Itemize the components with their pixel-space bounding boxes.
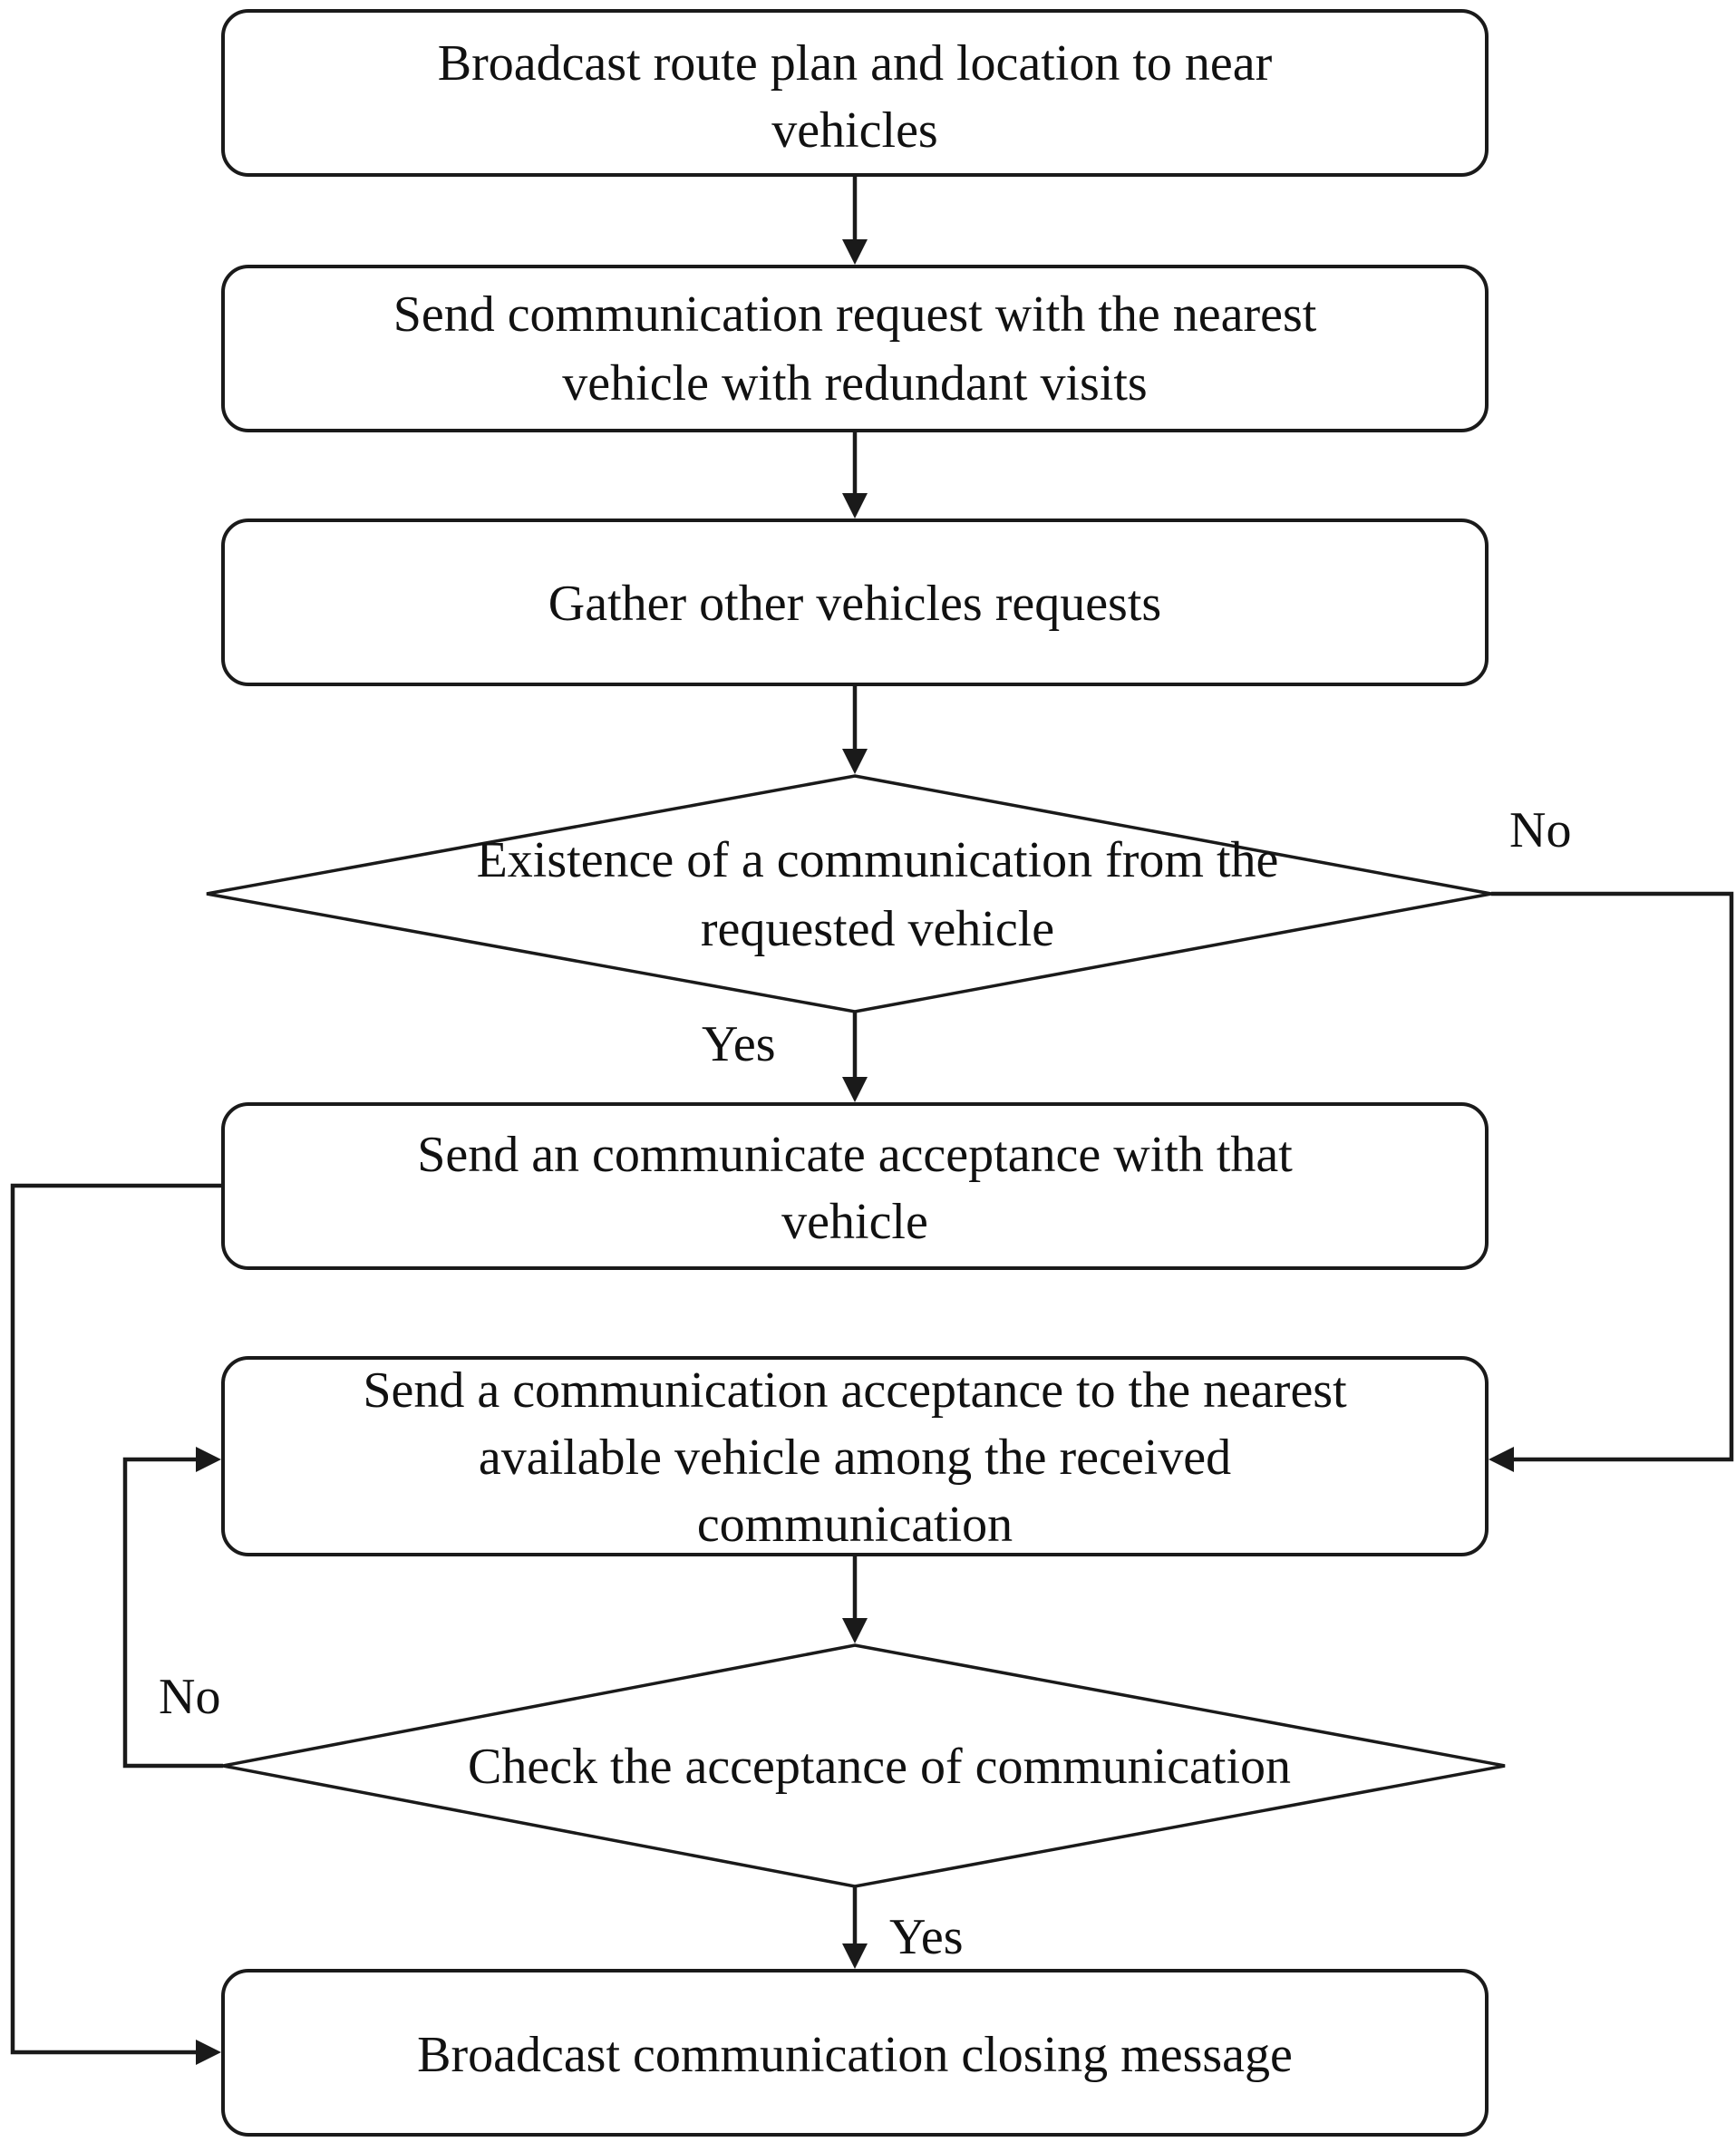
node-send-request-text: Send communication request with the near… — [393, 286, 1317, 412]
node-text-line: Send communication request with the near… — [393, 286, 1317, 343]
arrow-check-yes — [842, 1886, 868, 1969]
arrow-gather-to-existence — [842, 684, 868, 774]
node-gather-requests: Gather other vehicles requests — [221, 519, 1489, 686]
node-broadcast-closing-text: Broadcast communication closing message — [417, 2027, 1293, 2083]
node-text-line: vehicle — [781, 1194, 928, 1250]
decision-existence-text: Existence of a communication from the req… — [477, 832, 1279, 957]
node-text-line: communication — [697, 1497, 1013, 1553]
node-text-line: Send an communicate acceptance with that — [417, 1127, 1293, 1183]
arrow-existence-no — [1489, 891, 1734, 1472]
arrow-existence-yes — [842, 1012, 868, 1102]
node-broadcast-route: Broadcast route plan and location to nea… — [221, 9, 1489, 177]
node-send-request: Send communication request with the near… — [221, 265, 1489, 432]
node-broadcast-route-text: Broadcast route plan and location to nea… — [438, 35, 1273, 159]
node-send-acceptance-that-text: Send an communicate acceptance with that… — [417, 1127, 1293, 1250]
arrow-acceptance-that-to-closing — [10, 1183, 223, 2065]
node-text-line: Check the acceptance of communication — [468, 1739, 1291, 1795]
label-existence-yes: Yes — [702, 1016, 775, 1072]
arrow-nearest-to-check — [842, 1555, 868, 1643]
node-text-line: vehicles — [771, 102, 937, 159]
node-gather-requests-text: Gather other vehicles requests — [548, 576, 1161, 632]
node-text-line: Broadcast route plan and location to nea… — [438, 35, 1273, 92]
label-existence-no: No — [1509, 802, 1571, 858]
node-text-line: Existence of a communication from the — [477, 832, 1279, 888]
label-check-no: No — [159, 1669, 220, 1725]
decision-check-acceptance-text: Check the acceptance of communication — [468, 1739, 1291, 1795]
node-text-line: Broadcast communication closing message — [417, 2027, 1293, 2083]
node-send-acceptance-nearest-text: Send a communication acceptance to the n… — [363, 1362, 1347, 1553]
arrow-route-to-request — [842, 175, 868, 265]
node-send-acceptance-that: Send an communicate acceptance with that… — [221, 1102, 1489, 1270]
node-text-line: vehicle with redundant visits — [562, 355, 1147, 412]
arrow-check-no — [122, 1447, 223, 1769]
node-broadcast-closing: Broadcast communication closing message — [221, 1969, 1489, 2137]
node-text-line: requested vehicle — [701, 901, 1054, 957]
node-text-line: available vehicle among the received — [479, 1430, 1231, 1486]
label-check-yes: Yes — [889, 1909, 963, 1965]
node-text-line: Gather other vehicles requests — [548, 576, 1161, 632]
decision-check-acceptance: Check the acceptance of communication — [222, 1643, 1506, 1888]
arrow-request-to-gather — [842, 431, 868, 519]
node-send-acceptance-nearest: Send a communication acceptance to the n… — [221, 1356, 1489, 1556]
decision-existence: Existence of a communication from the req… — [206, 774, 1492, 1013]
node-text-line: Send a communication acceptance to the n… — [363, 1362, 1347, 1419]
